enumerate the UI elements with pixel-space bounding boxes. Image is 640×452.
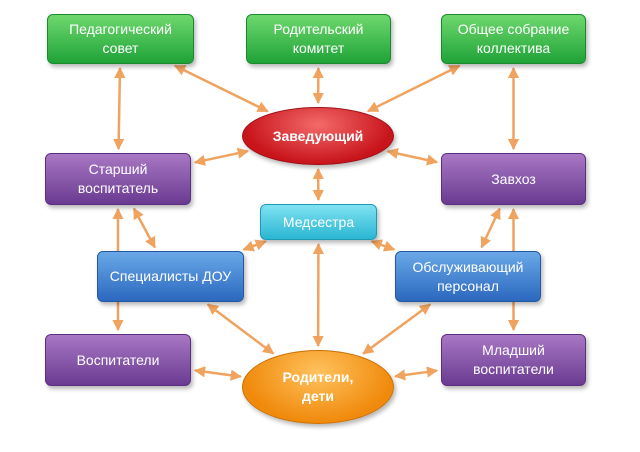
node-parents-children: Родители, дети [242, 350, 394, 424]
node-specialists: Специалисты ДОУ [97, 251, 244, 302]
node-parents-children-line2: дети [302, 388, 334, 404]
connector-supply-manager-service-staff [480, 207, 501, 249]
connector-pedagogical-council-senior-educator [113, 66, 126, 151]
node-supply-manager: Завхоз [441, 153, 586, 205]
node-service-staff-line1: Обслуживающий [412, 258, 524, 275]
node-general-meeting-line2: коллектива [476, 40, 551, 56]
connector-educators-parents-children [193, 366, 242, 381]
node-supply-manager-label: Завхоз [491, 170, 536, 187]
connector-nurse-specialists [242, 239, 267, 252]
connector-junior-educators-parents-children [393, 366, 439, 381]
node-pedagogical-council-line2: совет [102, 40, 139, 56]
node-junior-educators-line2: воспитатели [473, 361, 554, 377]
node-parents-children-line1: Родители, [282, 369, 354, 385]
connector-head-supply-manager [386, 148, 439, 166]
node-specialists-label: Специалисты ДОУ [109, 268, 232, 284]
node-nurse-label: Медсестра [282, 213, 355, 230]
node-head-label: Заведующий [272, 127, 364, 144]
connector-service-staff-parents-children [362, 303, 432, 355]
node-junior-educators: Младший воспитатели [441, 334, 586, 386]
connector-specialists-parents-children [206, 303, 275, 355]
node-pedagogical-council-line1: Педагогический [69, 21, 172, 37]
node-parent-committee-line2: комитет [292, 40, 345, 56]
node-senior-educator: Старший воспитатель [45, 153, 191, 205]
node-general-meeting: Общее собрание коллектива [441, 14, 586, 64]
connector-pedagogical-council-head [173, 64, 269, 113]
connector-senior-educator-specialists [132, 207, 156, 249]
node-junior-educators-line1: Младший [482, 342, 545, 358]
node-senior-educator-line2: воспитатель [77, 180, 159, 196]
node-general-meeting-line1: Общее собрание [457, 21, 570, 37]
connector-head-senior-educator [193, 147, 249, 166]
node-parent-committee: Родительский комитет [246, 14, 391, 64]
connector-nurse-service-staff [370, 239, 396, 252]
node-service-staff: Обслуживающий персонал [395, 251, 541, 302]
node-service-staff-line2: персонал [437, 277, 499, 294]
node-educators: Воспитатели [45, 334, 191, 386]
node-parent-committee-line1: Родительский [273, 21, 364, 37]
node-educators-label: Воспитатели [76, 351, 160, 368]
node-head: Заведующий [242, 107, 394, 165]
node-pedagogical-council: Педагогический совет [47, 14, 194, 64]
node-nurse: Медсестра [260, 204, 377, 240]
connector-general-meeting-head [366, 64, 461, 113]
node-senior-educator-line1: Старший [88, 161, 148, 177]
